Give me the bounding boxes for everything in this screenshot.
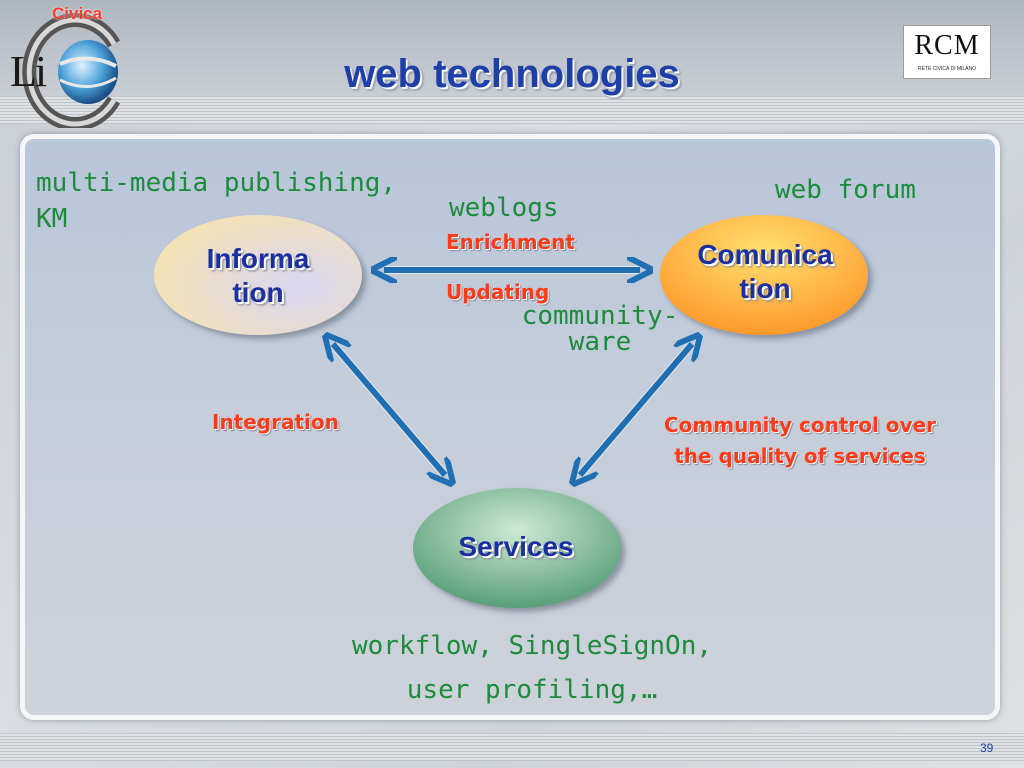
globe-logo-icon <box>22 13 121 131</box>
lic-logo <box>6 4 130 131</box>
arrow-information-services <box>333 344 445 475</box>
information-label: Informa tion <box>178 242 338 310</box>
rcm-logo: RCM RETE CIVICA DI MILANO <box>903 25 991 79</box>
comunication-label-line2: tion <box>739 273 791 304</box>
services-label: Services <box>458 531 574 562</box>
information-label-line2: tion <box>232 277 284 308</box>
header-band <box>0 0 1024 96</box>
page-title: web technologies <box>344 52 680 96</box>
header-stripe <box>0 96 1024 124</box>
enrichment-label: Enrichment <box>446 230 575 254</box>
logo-li-text: Li <box>10 47 47 96</box>
communityware-annotation: community- ware <box>500 303 700 355</box>
slide-number: 39 <box>980 741 994 755</box>
communityware-line2: ware <box>568 327 632 357</box>
communityware-line1: community- <box>521 301 679 331</box>
comunication-node <box>660 215 868 335</box>
community-control-line2: the quality of services <box>674 444 926 468</box>
comunication-label: Comunica tion <box>680 238 850 306</box>
footer-stripe <box>0 733 1024 761</box>
workflow-line1: workflow, SingleSignOn, <box>351 631 713 661</box>
community-control-label: Community control over the quality of se… <box>640 410 960 472</box>
web-forum-annotation: web forum <box>775 175 916 205</box>
multimedia-line2: KM <box>36 204 68 234</box>
workflow-line2: user profiling,… <box>406 675 658 705</box>
services-node <box>413 488 621 608</box>
content-panel <box>20 134 1000 720</box>
information-node <box>154 215 362 335</box>
comunication-label-line1: Comunica <box>697 239 833 270</box>
rcm-logo-subtext: RETE CIVICA DI MILANO <box>917 66 977 72</box>
arrow-comunication-services <box>580 344 692 475</box>
community-control-line1: Community control over <box>663 413 936 437</box>
rcm-logo-text: RCM <box>914 30 980 61</box>
integration-label: Integration <box>212 410 339 434</box>
weblogs-annotation: weblogs <box>449 193 559 223</box>
logo-civica-text: Civica <box>52 4 103 23</box>
workflow-annotation: workflow, SingleSignOn, user profiling,… <box>300 624 764 712</box>
multimedia-annotation: multi-media publishing, KM <box>36 165 396 237</box>
updating-label: Updating <box>446 280 550 304</box>
multimedia-line1: multi-media publishing, <box>36 168 397 198</box>
information-label-line1: Informa <box>206 243 310 274</box>
